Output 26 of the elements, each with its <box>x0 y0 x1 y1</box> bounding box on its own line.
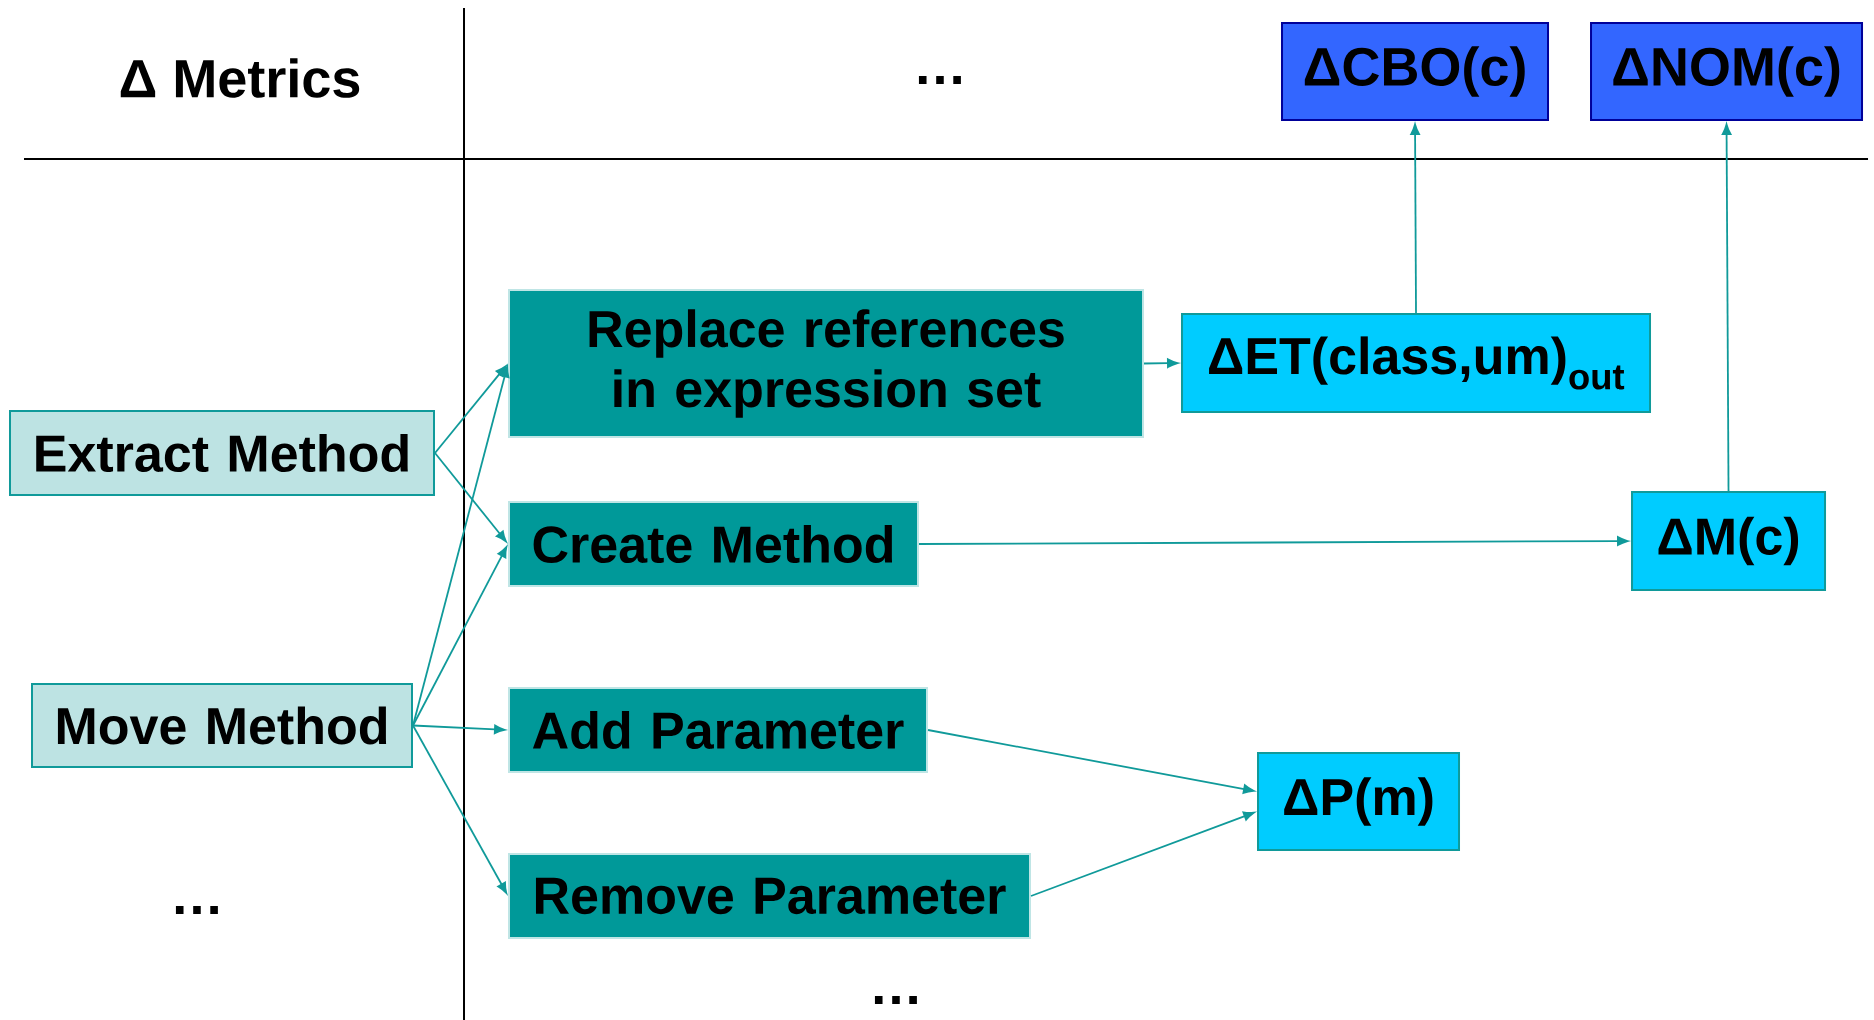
arrow <box>1030 811 1255 897</box>
ellipsis: … <box>918 75 961 84</box>
metric-box: ΔP(m) <box>1257 752 1460 851</box>
arrow <box>412 724 506 735</box>
arrow <box>1143 358 1179 368</box>
arrow <box>412 546 508 727</box>
arrow <box>1721 123 1732 492</box>
refactoring-box: Replace references in expression set <box>508 289 1144 438</box>
refactoring-box: Remove Parameter <box>508 853 1031 939</box>
ellipsis: … <box>874 995 917 1004</box>
metric-box: ΔM(c) <box>1631 491 1826 591</box>
refactoring-box: Create Method <box>508 501 919 587</box>
arrow <box>434 452 507 543</box>
arrow <box>434 365 507 454</box>
column-heading: Δ Metrics <box>120 58 360 98</box>
arrow <box>1410 123 1420 314</box>
arrow <box>927 729 1255 794</box>
metric-box: ΔCBO(c) <box>1281 22 1549 121</box>
arrow <box>412 724 508 894</box>
refactoring-box: Add Parameter <box>508 687 928 773</box>
source-box: Move Method <box>31 683 413 768</box>
metric-box: ΔNOM(c) <box>1590 22 1863 121</box>
ellipsis: … <box>175 905 218 914</box>
source-box: Extract Method <box>9 410 435 496</box>
metric-box: ΔET(class,um)$_{out}$ <box>1181 313 1651 413</box>
arrow <box>918 536 1629 546</box>
